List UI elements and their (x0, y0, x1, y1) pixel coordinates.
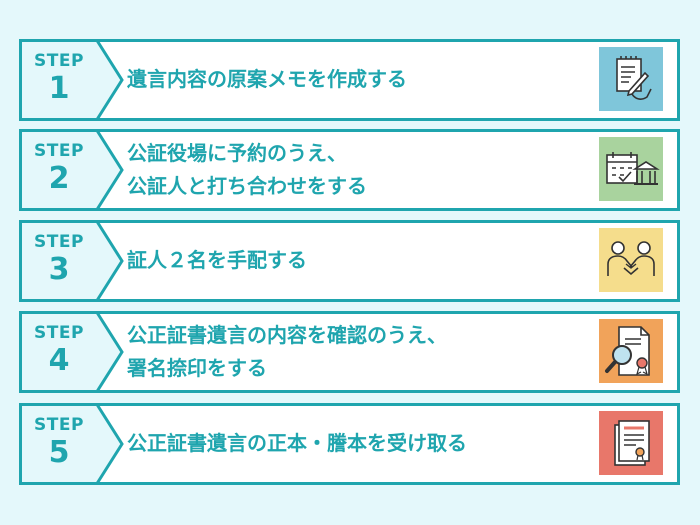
step-description-line: 遺言内容の原案メモを作成する (127, 67, 407, 91)
step-description: 公証役場に予約のうえ、 公証人と打ち合わせをする (127, 137, 567, 203)
document-magnifier-icon (599, 319, 663, 383)
step-2: STEP 2 公証役場に予約のうえ、 公証人と打ち合わせをする (19, 129, 680, 211)
step-number: 2 (48, 161, 70, 196)
step-5-frame (19, 403, 680, 485)
step-description-line: 証人２名を手配する (127, 248, 307, 272)
step-1-frame (19, 39, 680, 121)
step-word: STEP (34, 323, 84, 343)
step-3: STEP 3 証人２名を手配する (19, 220, 680, 302)
step-word: STEP (34, 232, 84, 252)
step-description-line: 公正証書遺言の正本・謄本を受け取る (127, 431, 467, 455)
memo-pen-icon (599, 47, 663, 111)
step-description: 遺言内容の原案メモを作成する (127, 63, 567, 96)
step-word: STEP (34, 141, 84, 161)
step-description: 公正証書遺言の正本・謄本を受け取る (127, 427, 567, 460)
step-4-frame (19, 311, 680, 393)
step-number: 3 (48, 252, 70, 287)
step-description-line: 公正証書遺言の内容を確認のうえ、 (127, 323, 447, 347)
step-description-line: 公証人と打ち合わせをする (127, 174, 367, 198)
step-3-frame (19, 220, 680, 302)
step-5: STEP 5 公正証書遺言の正本・謄本を受け取る (19, 403, 680, 485)
step-description-line: 公証役場に予約のうえ、 (127, 141, 347, 165)
step-description: 証人２名を手配する (127, 244, 567, 277)
step-4: STEP 4 公正証書遺言の内容を確認のうえ、 署名捺印をする (19, 311, 680, 393)
step-description: 公正証書遺言の内容を確認のうえ、 署名捺印をする (127, 319, 567, 385)
step-number: 1 (48, 71, 70, 106)
step-word: STEP (34, 415, 84, 435)
step-number: 5 (48, 435, 70, 470)
step-number: 4 (48, 343, 70, 378)
certificate-icon (599, 411, 663, 475)
step-word: STEP (34, 51, 84, 71)
step-2-frame (19, 129, 680, 211)
step-1: STEP 1 遺言内容の原案メモを作成する (19, 39, 680, 121)
step-description-line: 署名捺印をする (127, 356, 267, 380)
calendar-building-icon (599, 137, 663, 201)
handshake-icon (599, 228, 663, 292)
